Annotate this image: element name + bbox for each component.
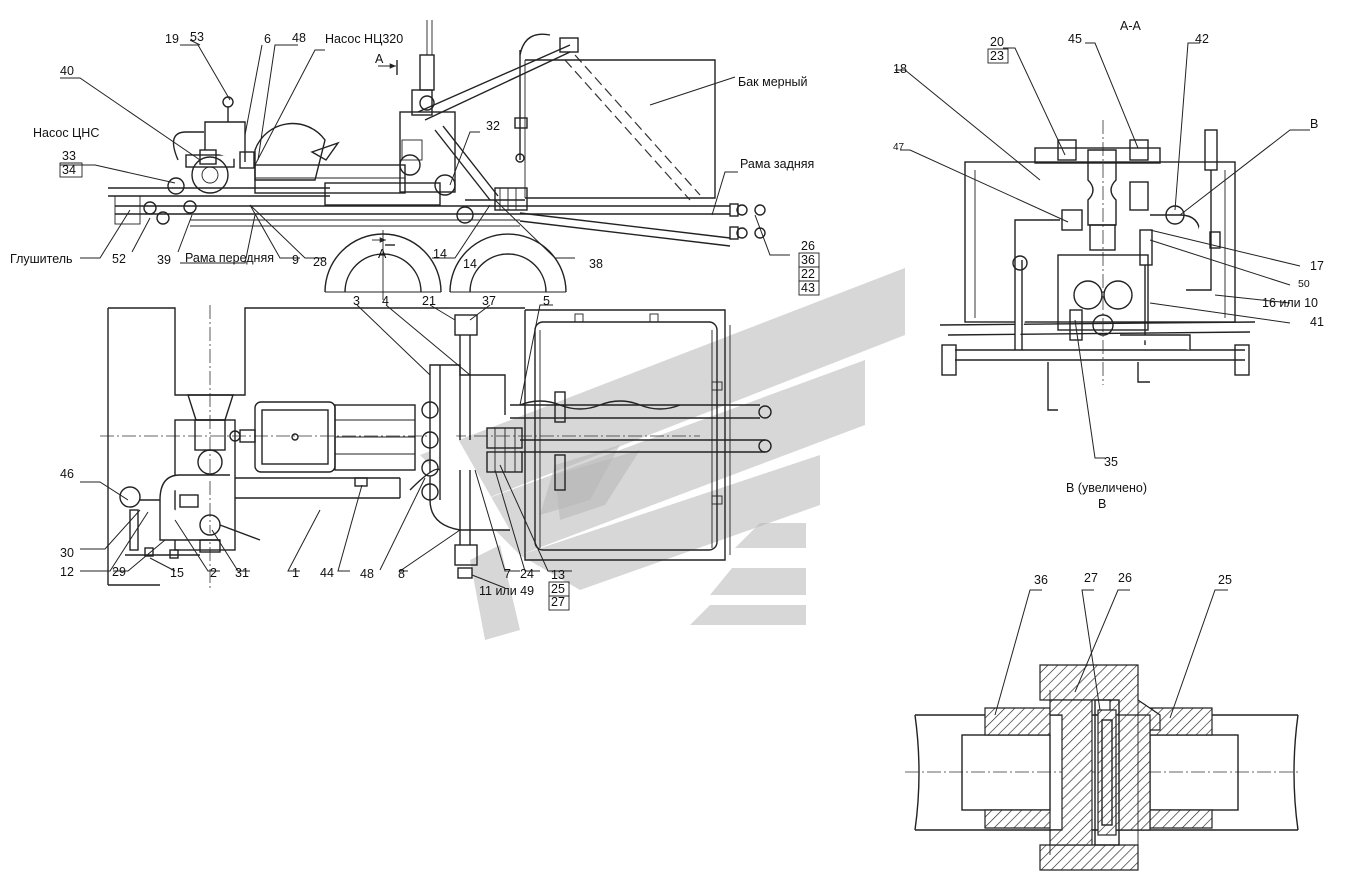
callout-5: 5 [543, 294, 550, 308]
callout-15: 15 [170, 566, 184, 580]
callout-47: 47 [893, 142, 905, 153]
detail-b-title: В (увеличено) [1066, 481, 1147, 495]
label-rear-frame: Рама задняя [740, 157, 814, 171]
callout-29: 29 [112, 565, 126, 579]
callout-44: 44 [320, 566, 334, 580]
callout-6: 6 [264, 32, 271, 46]
callout-7: 7 [504, 567, 511, 581]
callout-24: 24 [520, 567, 534, 581]
callout-11-or-49: 11 или 49 [479, 584, 534, 598]
callout-4: 4 [382, 294, 389, 308]
callout-8: 8 [398, 567, 405, 581]
callout-22: 22 [801, 267, 815, 281]
callout-27-detail: 27 [1084, 571, 1098, 585]
callout-30: 30 [60, 546, 74, 560]
callout-21: 21 [422, 294, 436, 308]
callout-41: 41 [1310, 315, 1324, 329]
callout-9: 9 [292, 253, 299, 267]
section-a-a [939, 120, 1256, 411]
plan-view [100, 305, 772, 590]
callout-26-side: 26 [801, 239, 815, 253]
annotations: Насос НЦ320 Насос ЦНС Бак мерный Рама за… [10, 19, 1324, 611]
callout-52: 52 [112, 252, 126, 266]
callout-28: 28 [313, 255, 327, 269]
callout-14b: 14 [463, 257, 477, 271]
callout-14a: 14 [433, 247, 447, 261]
callout-34: 34 [62, 163, 76, 177]
callout-53: 53 [190, 30, 204, 44]
leader-lines [60, 39, 1310, 719]
callout-43: 43 [801, 281, 815, 295]
callout-2: 2 [210, 566, 217, 580]
callout-12: 12 [60, 565, 74, 579]
callout-17: 17 [1310, 259, 1324, 273]
label-pump-nts320: Насос НЦ320 [325, 32, 403, 46]
callout-32: 32 [486, 119, 500, 133]
callout-27-plan: 27 [551, 595, 565, 609]
callout-26-detail: 26 [1118, 571, 1132, 585]
callout-48-top: 48 [292, 31, 306, 45]
callout-39: 39 [157, 253, 171, 267]
callout-20: 20 [990, 35, 1004, 49]
callout-1: 1 [292, 566, 299, 580]
callout-36-detail: 36 [1034, 573, 1048, 587]
section-mark-bottom: А [378, 247, 387, 261]
detail-b-mark: В [1310, 117, 1318, 131]
callout-31: 31 [235, 566, 249, 580]
watermark-logo [420, 268, 905, 640]
callout-46: 46 [60, 467, 74, 481]
section-mark-top: А [375, 52, 384, 66]
detail-b [905, 664, 1300, 871]
callout-25-detail: 25 [1218, 573, 1232, 587]
callout-3: 3 [353, 294, 360, 308]
callout-50: 50 [1298, 278, 1310, 290]
label-tank: Бак мерный [738, 75, 807, 89]
callout-40: 40 [60, 64, 74, 78]
callout-23: 23 [990, 49, 1004, 63]
callout-36-side: 36 [801, 253, 815, 267]
callout-13: 13 [551, 568, 565, 582]
section-a-a-title: А-А [1120, 19, 1142, 33]
callout-33: 33 [62, 149, 76, 163]
callout-25-plan: 25 [551, 582, 565, 596]
callout-37: 37 [482, 294, 496, 308]
callout-16-or-10: 16 или 10 [1262, 296, 1318, 310]
callout-18: 18 [893, 62, 907, 76]
callout-45: 45 [1068, 32, 1082, 46]
label-front-frame: Рама передняя [185, 251, 274, 265]
callout-38: 38 [589, 257, 603, 271]
label-pump-tsns: Насос ЦНС [33, 126, 99, 140]
label-muffler: Глушитель [10, 252, 73, 266]
callout-42: 42 [1195, 32, 1209, 46]
callout-19: 19 [165, 32, 179, 46]
callout-48-plan: 48 [360, 567, 374, 581]
callout-35: 35 [1104, 455, 1118, 469]
detail-b-subtitle: В [1098, 497, 1106, 511]
